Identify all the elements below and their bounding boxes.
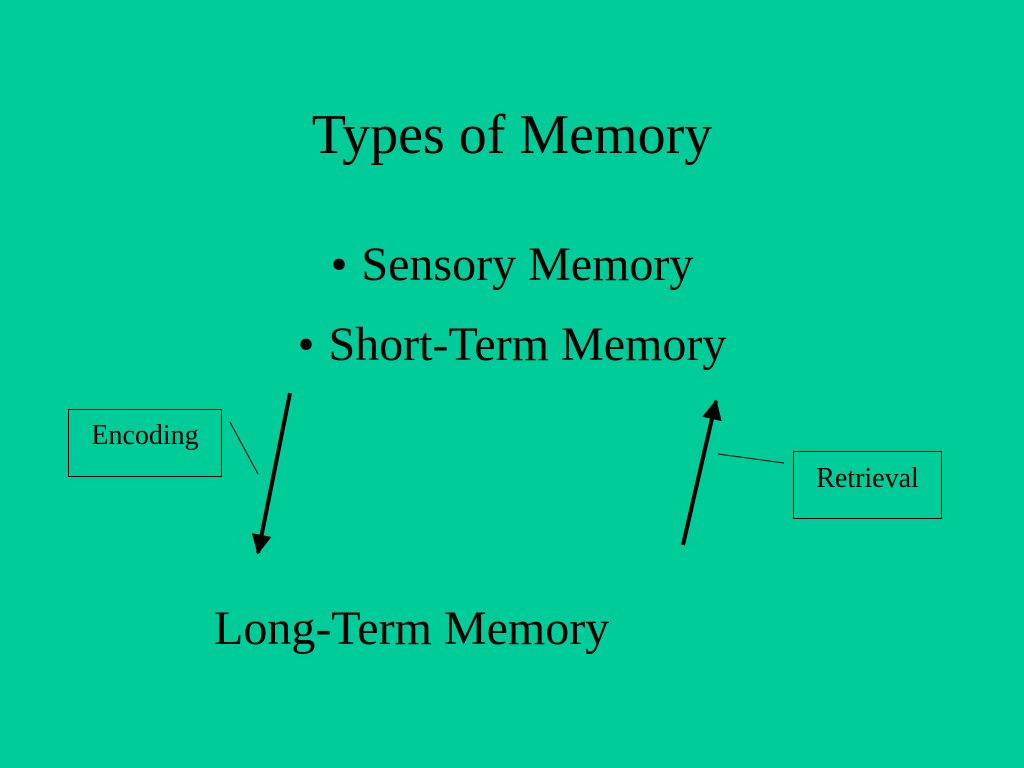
retrieval-label: Retrieval bbox=[816, 463, 919, 494]
bullet-short-term-memory: Short-Term Memory bbox=[0, 316, 1024, 396]
encoding-callout-line bbox=[229, 421, 259, 475]
retrieval-arrow bbox=[681, 399, 722, 546]
slide-title: Types of Memory bbox=[311, 104, 713, 166]
encoding-label: Encoding bbox=[91, 420, 199, 451]
encoding-arrow bbox=[251, 392, 292, 555]
long-term-memory-label: Long-Term Memory bbox=[214, 602, 610, 655]
retrieval-label-box: Retrieval bbox=[793, 451, 942, 519]
encoding-label-box: Encoding bbox=[68, 409, 222, 477]
memory-types-list: Sensory Memory Short-Term Memory bbox=[0, 236, 1024, 396]
retrieval-callout-line bbox=[717, 453, 785, 464]
bullet-sensory-memory: Sensory Memory bbox=[0, 236, 1024, 316]
